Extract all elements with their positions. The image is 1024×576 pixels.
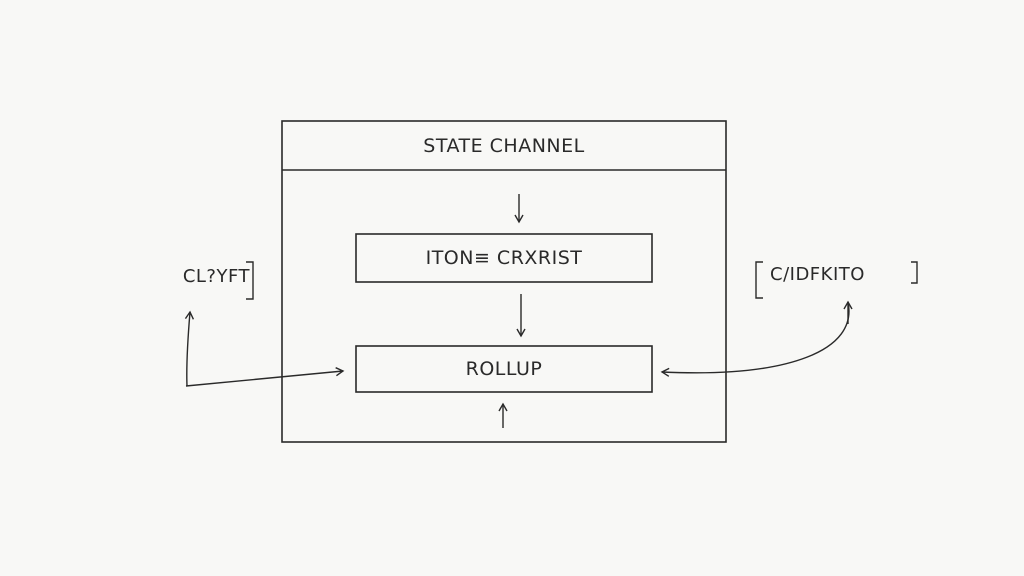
state-channel-container xyxy=(281,120,727,443)
top-box xyxy=(355,233,653,283)
left-bracket xyxy=(246,261,254,300)
curved-arrow-icon xyxy=(184,310,195,387)
right-node-label: C/IDFKITO xyxy=(770,264,865,285)
bottom-box-label: ROLLUP xyxy=(465,358,543,380)
curved-arrow-icon xyxy=(185,367,345,387)
right-bracket-close xyxy=(911,261,918,284)
bottom-box xyxy=(355,345,653,393)
diagram-title: STATE CHANNEL xyxy=(423,135,585,157)
left-node-label: CL?YFT xyxy=(182,266,250,287)
right-bracket-open xyxy=(755,261,763,299)
top-box-label: ITON≡ CRXRIST xyxy=(425,247,583,269)
curved-arrow-icon xyxy=(660,301,850,377)
